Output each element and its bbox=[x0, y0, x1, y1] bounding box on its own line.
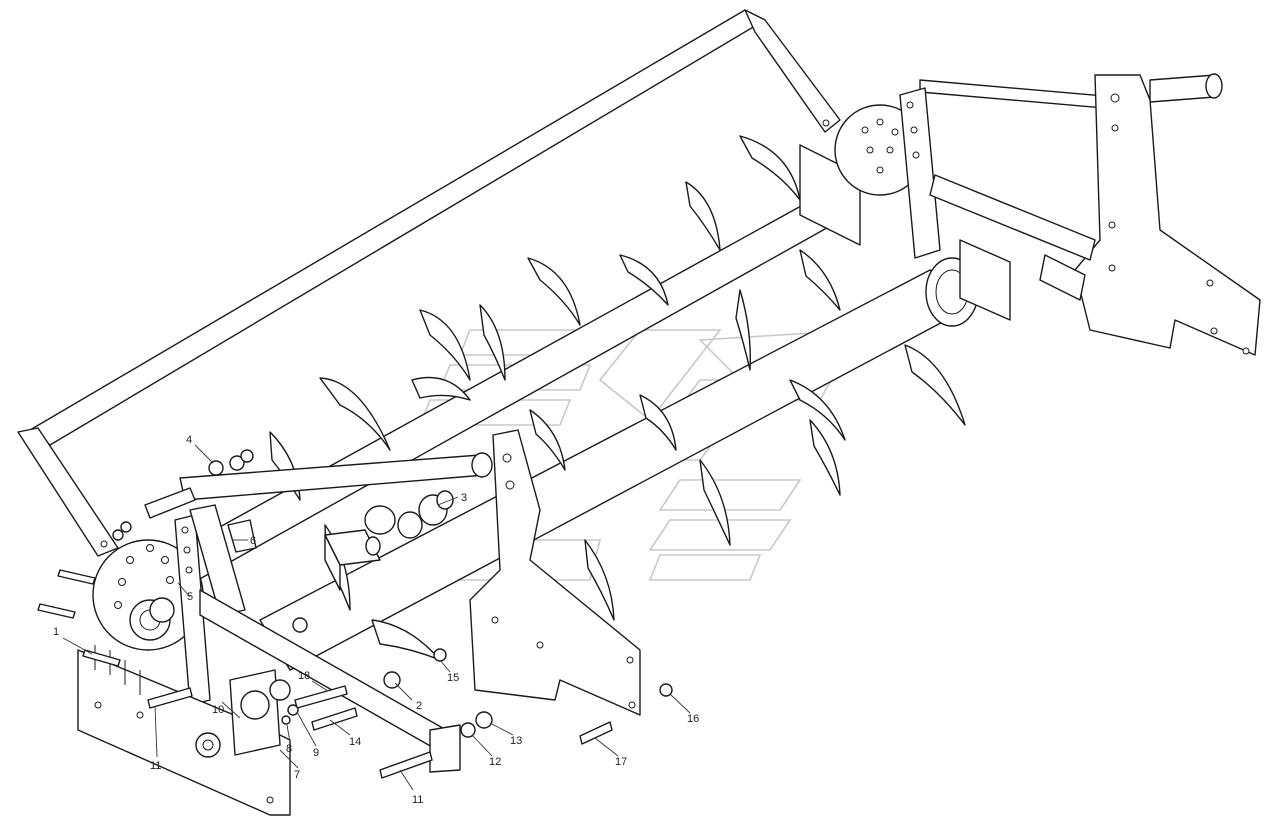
callout-18: 18 bbox=[298, 670, 310, 682]
top-frame-rail bbox=[17, 9, 841, 557]
callout-11-a: 11 bbox=[150, 760, 161, 772]
callout-17: 17 bbox=[615, 756, 627, 768]
callout-5: 5 bbox=[187, 591, 193, 603]
callout-15: 15 bbox=[447, 672, 459, 684]
callout-leaders bbox=[62, 444, 691, 791]
callout-13: 13 bbox=[510, 735, 522, 747]
loose-hardware bbox=[37, 519, 673, 779]
callout-14: 14 bbox=[349, 736, 361, 748]
callout-7: 7 bbox=[294, 769, 300, 781]
callout-3: 3 bbox=[461, 492, 467, 504]
right-hitch-assembly bbox=[899, 73, 1261, 356]
callout-4: 4 bbox=[186, 434, 192, 446]
callout-10: 10 bbox=[212, 704, 224, 716]
callout-9: 9 bbox=[313, 747, 319, 759]
left-side-plate-assembly bbox=[77, 504, 461, 816]
callout-labels: 1 2 3 4 5 6 7 8 9 10 11 11 12 13 14 15 1… bbox=[53, 434, 699, 806]
callout-1: 1 bbox=[53, 626, 59, 638]
adjustment-link-bar bbox=[144, 449, 493, 519]
callout-8: 8 bbox=[286, 743, 292, 755]
callout-6: 6 bbox=[250, 535, 256, 547]
clamp-parts bbox=[324, 490, 454, 591]
callout-2: 2 bbox=[416, 700, 422, 712]
middle-side-plate bbox=[469, 429, 641, 716]
callout-12: 12 bbox=[489, 756, 501, 768]
callout-11-b: 11 bbox=[412, 794, 423, 806]
callout-16: 16 bbox=[687, 713, 699, 725]
